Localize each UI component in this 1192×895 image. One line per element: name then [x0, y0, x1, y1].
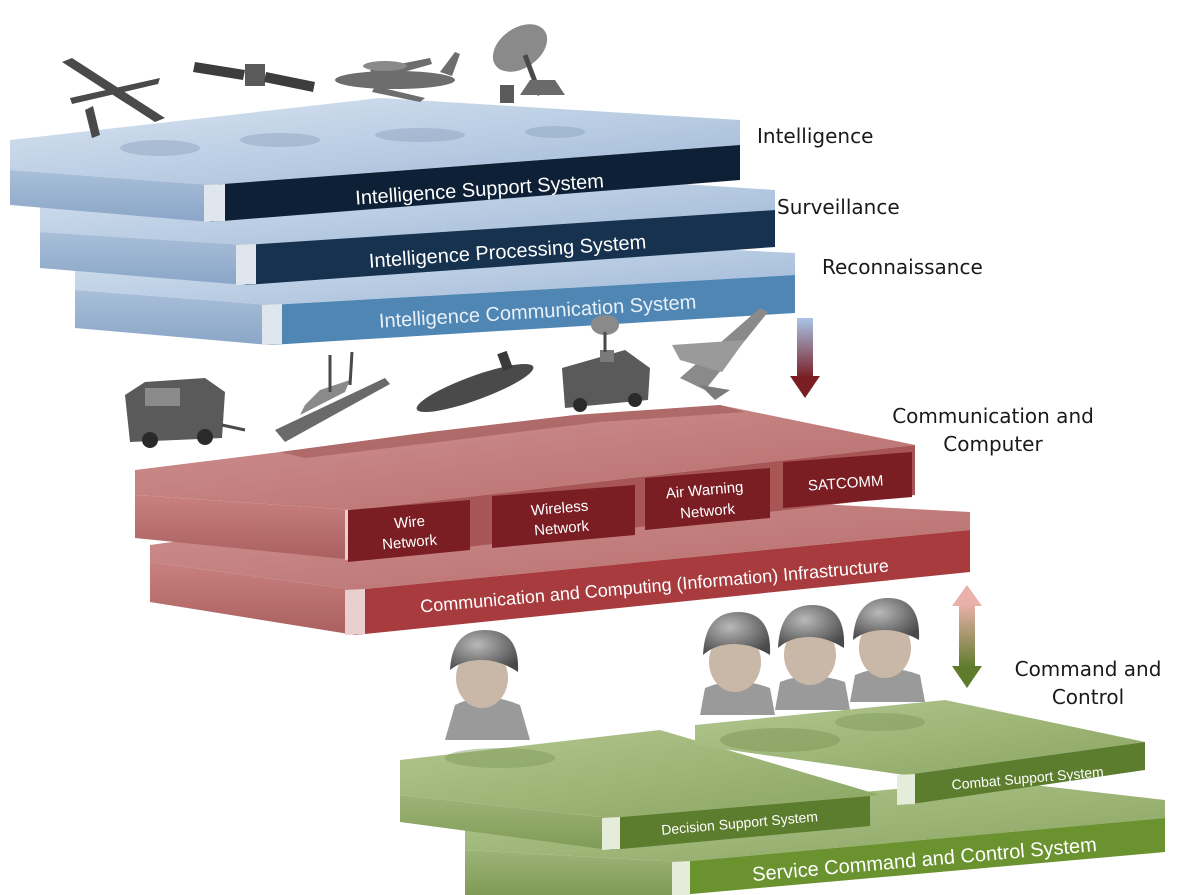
- communication-stack: Wire Network Wireless Network Air Warnin…: [135, 405, 970, 635]
- command-control-side-label: Command and Control: [993, 655, 1183, 711]
- soldier-group: [445, 598, 925, 740]
- combat-support-platform: [695, 700, 1145, 805]
- soldier-icon: [700, 612, 775, 715]
- soldier-icon: [850, 598, 925, 702]
- intelligence-side-label: Intelligence: [757, 124, 874, 148]
- wire-network-block: [348, 500, 470, 562]
- reconnaissance-side-label: Reconnaissance: [822, 255, 983, 279]
- intelligence-stack: Intelligence Support System Intelligence…: [10, 24, 795, 345]
- armored-vehicle-icon: [125, 378, 246, 448]
- soldier-icon: [775, 605, 850, 710]
- command-stack: Decision Support System Combat Support S…: [400, 700, 1165, 895]
- warship-icon: [275, 351, 390, 442]
- vehicle-row: [125, 308, 768, 448]
- surveillance-side-label: Surveillance: [777, 195, 900, 219]
- double-arrow-icon: [952, 585, 982, 688]
- communication-computer-side-label: Communication and Computer: [868, 402, 1118, 458]
- communication-side-label-line2: Computer: [943, 432, 1043, 456]
- awacs-aircraft-icon: [335, 52, 460, 102]
- satellite-dish-icon: [492, 24, 565, 103]
- wireless-network-label-1: Wireless: [530, 498, 589, 520]
- soldier-icon: [445, 630, 530, 740]
- command-side-label-line1: Command and: [1014, 657, 1162, 681]
- fighter-jet-icon: [672, 308, 768, 400]
- air-warning-network-label-1: Air Warning: [665, 479, 744, 503]
- submarine-icon: [416, 350, 534, 413]
- wire-network-label-2: Network: [381, 532, 438, 554]
- wireless-network-label-2: Network: [533, 518, 590, 540]
- communication-side-label-line1: Communication and: [892, 404, 1094, 428]
- satcomm-label: SATCOMM: [807, 472, 884, 494]
- decision-support-platform: [400, 730, 880, 850]
- wireless-network-block: [492, 485, 635, 548]
- down-arrow-icon: [790, 318, 820, 398]
- air-warning-network-block: [645, 468, 770, 530]
- air-warning-network-label-2: Network: [679, 501, 736, 523]
- command-side-label-line2: Control: [1051, 685, 1125, 709]
- wire-network-label-1: Wire: [394, 513, 426, 533]
- uav-drone-icon: [62, 58, 165, 138]
- satellite-icon: [193, 62, 315, 92]
- intelligence-support-layer: [10, 98, 740, 222]
- satcomm-block: [783, 452, 912, 508]
- radar-truck-icon: [562, 315, 650, 412]
